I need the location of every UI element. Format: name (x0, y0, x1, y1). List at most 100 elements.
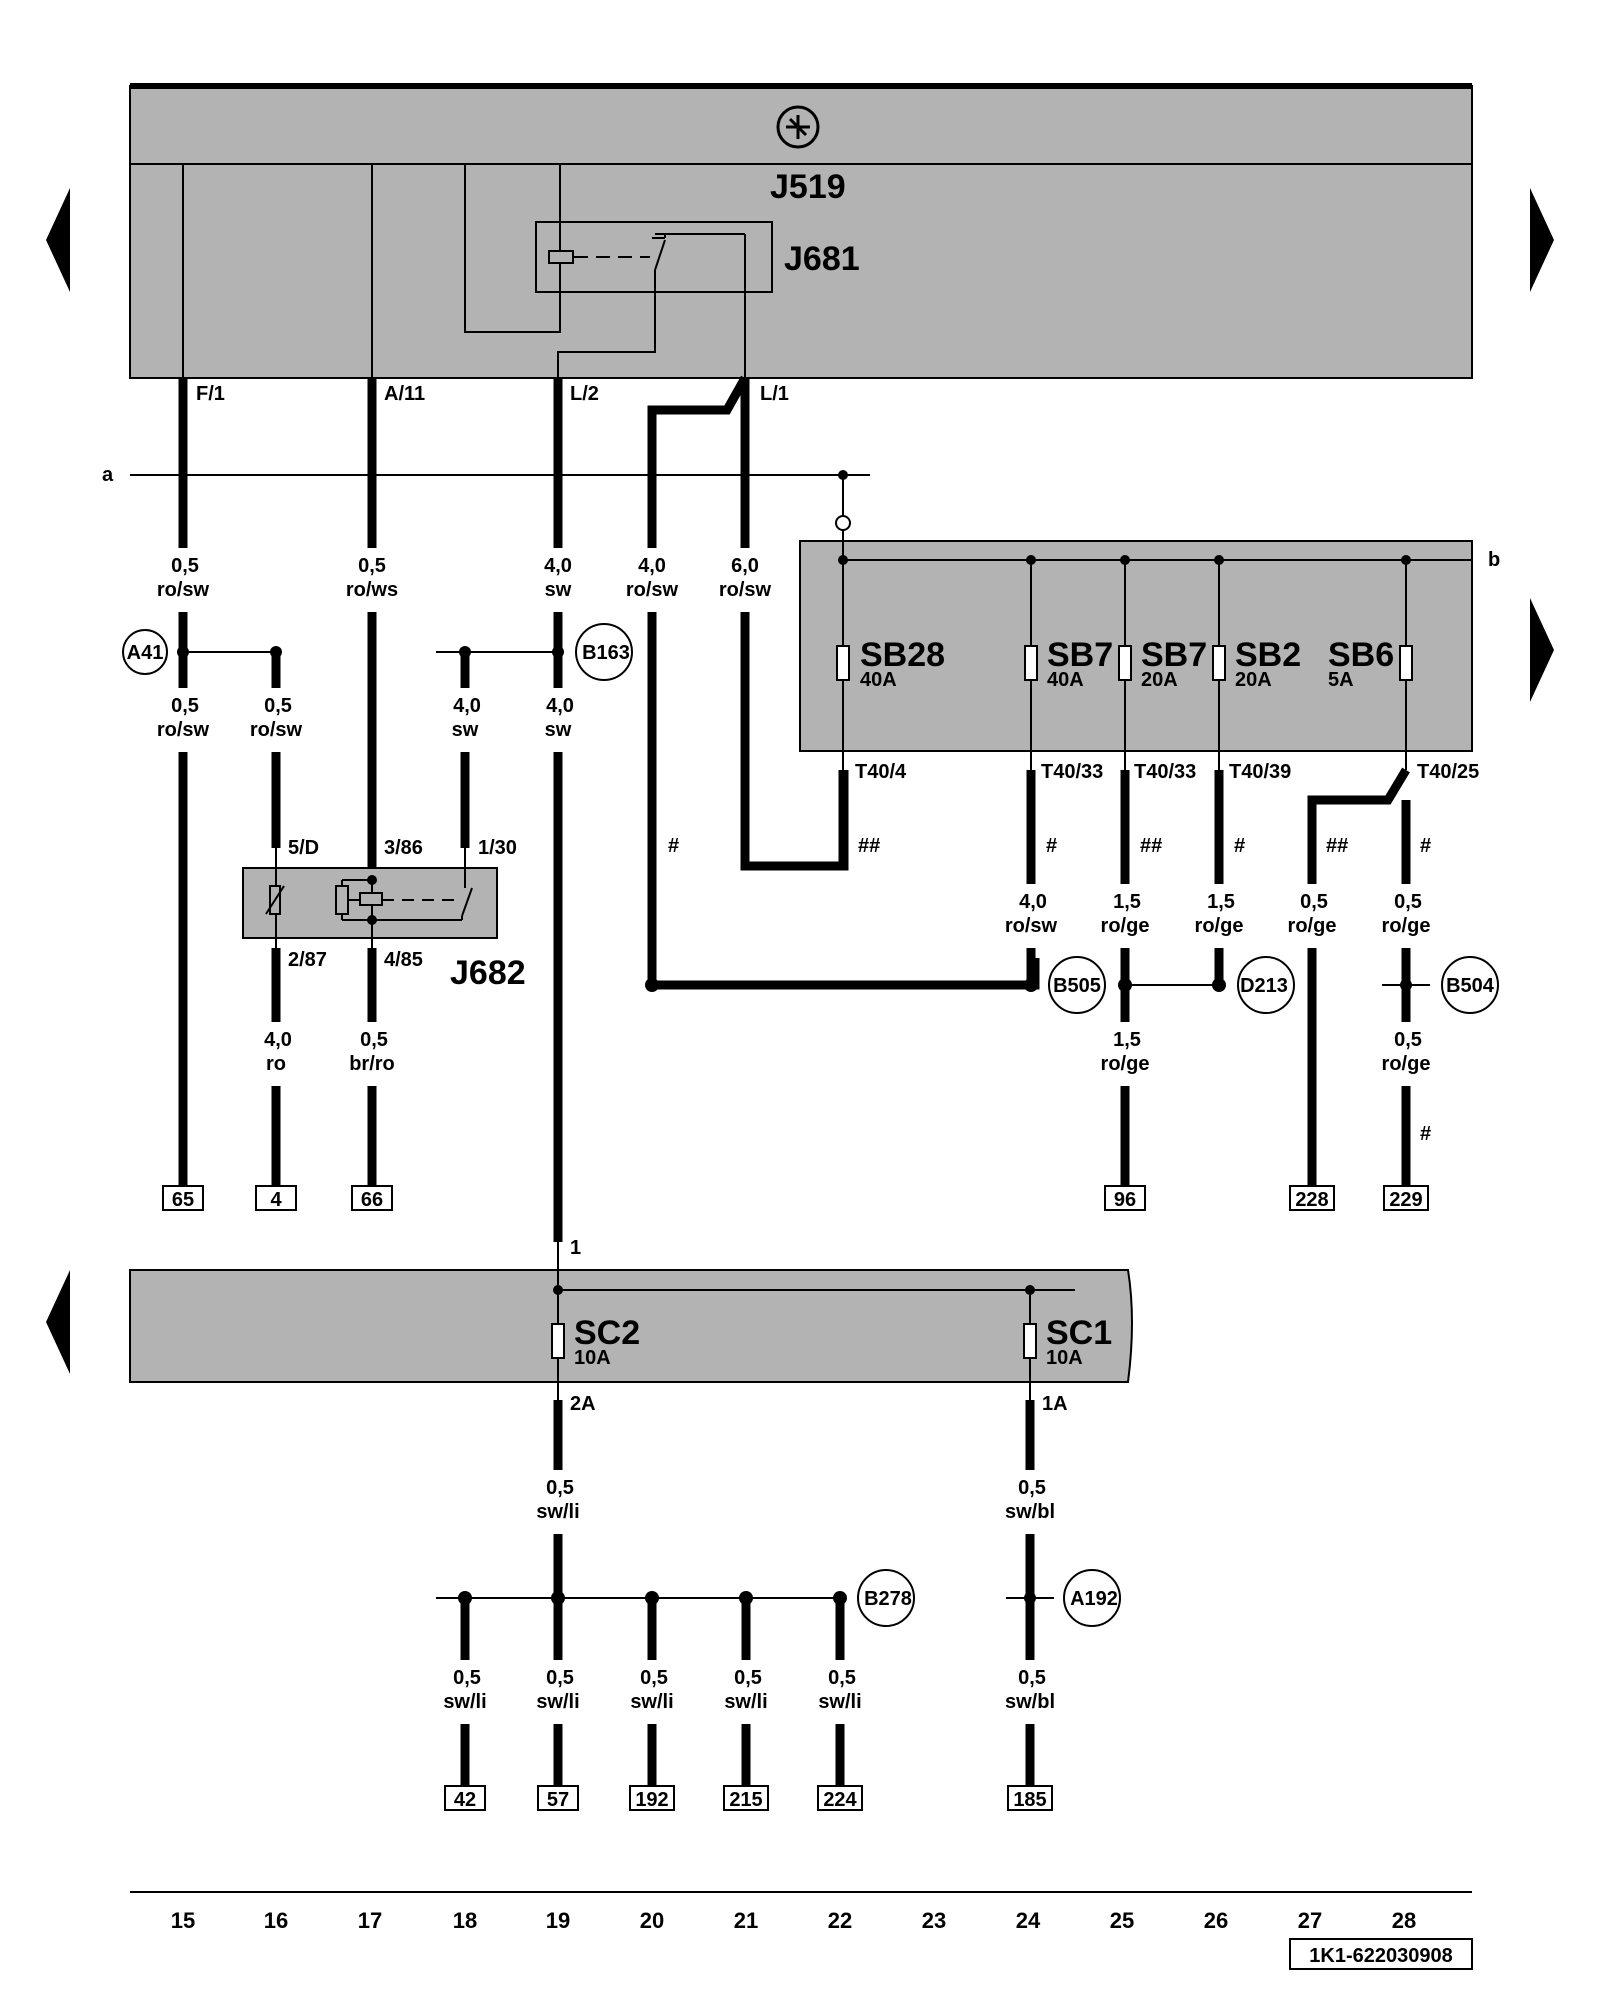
connector-b163: B163 (575, 623, 633, 681)
svg-text:21: 21 (734, 1908, 758, 1933)
ref-dhash: ## (1140, 835, 1162, 857)
wire-label: 1,5 (1113, 1029, 1141, 1051)
wire-label: sw/li (630, 1691, 673, 1713)
pin-386: 3/86 (384, 837, 423, 859)
wire-label: ro/ge (1195, 915, 1244, 937)
svg-text:224: 224 (823, 1789, 857, 1811)
fuse-sb7-40a: SB7 40A (1024, 555, 1113, 770)
svg-text:4: 4 (270, 1189, 282, 1211)
svg-text:24: 24 (1016, 1908, 1041, 1933)
svg-text:192: 192 (635, 1789, 668, 1811)
terminal-boxes-top: 65 4 66 96 228 229 (162, 1185, 1429, 1211)
label-j519: J519 (770, 168, 846, 206)
svg-text:B278: B278 (864, 1588, 912, 1610)
pin-1a: 1A (1042, 1393, 1068, 1415)
ref-b: b (1488, 549, 1500, 571)
pin-287: 2/87 (288, 949, 327, 971)
fuse-sc2: SC2 10A (551, 1242, 640, 1400)
column-numbers: 15 16 17 18 19 20 21 22 23 24 25 26 27 2… (171, 1908, 1416, 1933)
arrow-left-icon[interactable] (46, 188, 70, 292)
svg-text:215: 215 (729, 1789, 762, 1811)
connector-b505: B505 (1048, 956, 1106, 1014)
terminal-boxes-bottom: 42 57 192 215 224 185 (444, 1785, 1053, 1811)
svg-text:57: 57 (547, 1789, 569, 1811)
wire-label: sw/li (536, 1691, 579, 1713)
diagram-code-box: 1K1-622030908 (1289, 1938, 1473, 1970)
wire-label: ro/sw (1005, 915, 1058, 937)
pin-1: 1 (570, 1237, 581, 1259)
svg-text:15: 15 (171, 1908, 195, 1933)
pin-130: 1/30 (478, 837, 517, 859)
svg-text:40A: 40A (1047, 669, 1084, 691)
wire-label: 0,5 (453, 1667, 481, 1689)
wire-label: ro/ge (1382, 915, 1431, 937)
wire-label: 4,0 (1019, 891, 1047, 913)
label-j681: J681 (784, 240, 860, 278)
svg-text:SC2: SC2 (574, 1314, 640, 1352)
fuse-sb7-20a: SB7 20A (1118, 555, 1207, 770)
pin-t40-39: T40/39 (1229, 761, 1291, 783)
pin-5d: 5/D (288, 837, 319, 859)
svg-text:20: 20 (640, 1908, 664, 1933)
arrow-right-icon[interactable] (1530, 598, 1554, 702)
svg-text:228: 228 (1295, 1189, 1328, 1211)
wire-label: 0,5 (546, 1477, 574, 1499)
wire-label: ro/sw (157, 719, 210, 741)
wire-label: 0,5 (358, 555, 386, 577)
svg-text:B505: B505 (1053, 975, 1101, 997)
ref-hash: # (1420, 1123, 1431, 1145)
wire-label: 0,5 (264, 695, 292, 717)
wire-label: 1,5 (1113, 891, 1141, 913)
arrow-left-icon[interactable] (46, 1270, 70, 1374)
svg-text:25: 25 (1110, 1908, 1134, 1933)
wire-label: 0,5 (171, 695, 199, 717)
svg-text:229: 229 (1389, 1189, 1422, 1211)
fuse-holder-sc (129, 1269, 1133, 1383)
connector-a41: A41 (122, 629, 168, 675)
control-unit-j519 (129, 83, 1473, 379)
svg-text:28: 28 (1392, 1908, 1416, 1933)
wire-label: sw/bl (1005, 1501, 1055, 1523)
svg-text:10A: 10A (1046, 1347, 1083, 1369)
svg-text:SB2: SB2 (1235, 636, 1301, 674)
wire-label: ro/ge (1382, 1053, 1431, 1075)
wire-label: 4,0 (544, 555, 572, 577)
svg-text:96: 96 (1114, 1189, 1136, 1211)
wire-label: ro/sw (250, 719, 303, 741)
wire-label: 4,0 (546, 695, 574, 717)
svg-text:20A: 20A (1235, 669, 1272, 691)
svg-text:185: 185 (1013, 1789, 1046, 1811)
wire-label: 0,5 (360, 1029, 388, 1051)
wire-label: ro/sw (157, 579, 210, 601)
svg-text:SB7: SB7 (1141, 636, 1207, 674)
pin-2a: 2A (570, 1393, 596, 1415)
svg-text:26: 26 (1204, 1908, 1228, 1933)
wire-label: br/ro (349, 1053, 395, 1075)
svg-text:66: 66 (361, 1189, 383, 1211)
svg-text:B163: B163 (582, 642, 630, 664)
ref-dhash: ## (1326, 835, 1348, 857)
fuse-sb6: SB6 5A (1328, 555, 1413, 770)
relay-j682 (242, 848, 498, 948)
svg-text:SB7: SB7 (1047, 636, 1113, 674)
svg-text:20A: 20A (1141, 669, 1178, 691)
wire-label: sw/li (536, 1501, 579, 1523)
svg-text:1K1-622030908: 1K1-622030908 (1309, 1945, 1452, 1967)
svg-text:A192: A192 (1070, 1588, 1118, 1610)
pin-l1: L/1 (760, 383, 789, 405)
fuse-sb2: SB2 20A (1212, 555, 1301, 770)
connector-b278: B278 (857, 1569, 915, 1627)
wire-label: 6,0 (731, 555, 759, 577)
wire-label: 4,0 (453, 695, 481, 717)
wire-label: 4,0 (638, 555, 666, 577)
arrow-right-icon[interactable] (1530, 188, 1554, 292)
wire-label: sw/li (818, 1691, 861, 1713)
wire-label: 0,5 (1394, 1029, 1422, 1051)
relay-j681 (535, 196, 773, 308)
wire-label: ro/ws (346, 579, 398, 601)
svg-text:16: 16 (264, 1908, 288, 1933)
svg-text:D213: D213 (1240, 975, 1288, 997)
svg-text:SB28: SB28 (860, 636, 945, 674)
pin-l2: L/2 (570, 383, 599, 405)
